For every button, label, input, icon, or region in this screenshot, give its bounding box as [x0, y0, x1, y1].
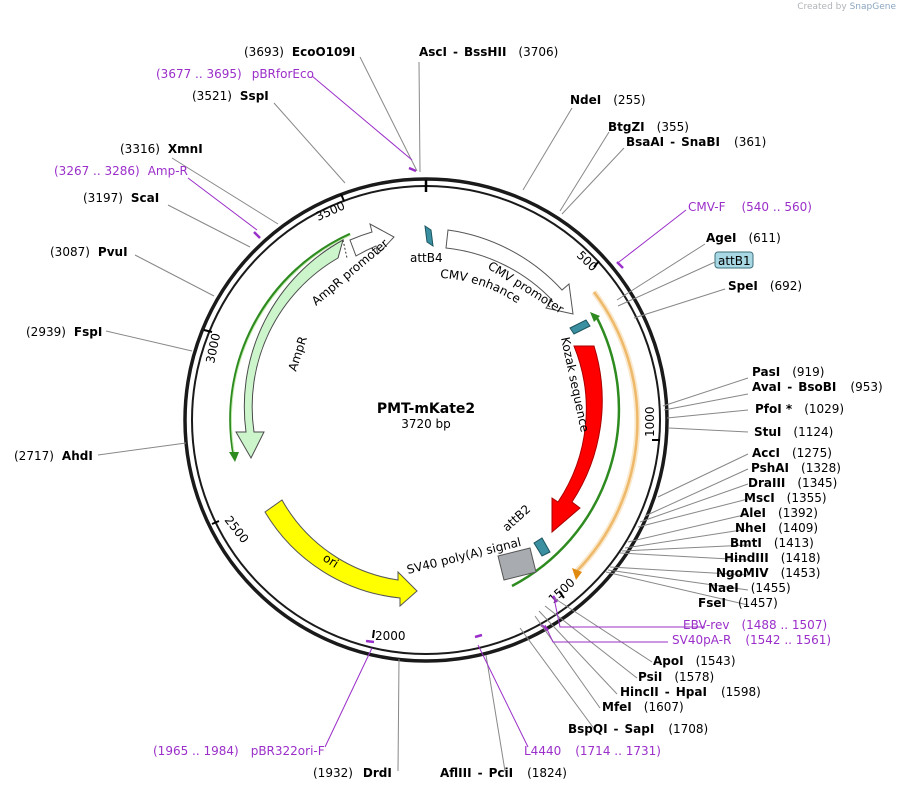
site-HincII: HincII-HpaI(1598) [620, 685, 761, 699]
cmv-enhancer-promoter-arrow [445, 229, 574, 315]
site-AgeI: AgeI(611) [706, 231, 781, 245]
site-AscI: AscI-BssHII(3706) [419, 45, 558, 59]
mkate2-orf-arrowhead [590, 312, 600, 322]
primer-CMV-F: CMV-F(540 .. 560) [688, 200, 812, 214]
site-MfeI: MfeI(1607) [602, 700, 684, 714]
site-XmnI: (3316)XmnI [120, 142, 203, 156]
site-HindIII: HindIII(1418) [724, 551, 821, 565]
snapgene-watermark: Created by SnapGene [797, 2, 896, 12]
tick-2000: 2000 [375, 629, 406, 643]
feature-label-attB4: attB4 [410, 251, 443, 265]
tick-500: 500 [574, 248, 600, 274]
site-BspQI: BspQI-SapI(1708) [568, 722, 708, 736]
primer-EBV-rev: EBV-rev(1488 .. 1507) [683, 618, 827, 632]
primer-pBRforEco: (3677 .. 3695)pBRforEco [156, 67, 314, 81]
site-ApoI: ApoI(1543) [653, 654, 736, 668]
feature-label-ampr-promoter: AmpR promoter [309, 236, 391, 308]
feature-label-attB2: attB2 [500, 502, 534, 534]
site-SpeI: SpeI(692) [728, 279, 802, 293]
leader-lines [97, 56, 749, 772]
primer-leaders [187, 75, 705, 748]
site-PfoI: PfoI *(1029) [755, 402, 844, 416]
site-PsiI: PsiI(1578) [638, 670, 714, 684]
orange-orf-arrowhead [572, 568, 582, 580]
site-PshAI: PshAI(1328) [751, 461, 841, 475]
primer-pBR322ori-F: (1965 .. 1984)pBR322ori-F [153, 744, 325, 758]
feature-label-attB1: attB1 [718, 254, 751, 268]
attB1-label-box [714, 251, 754, 269]
orange-orf-glow [573, 290, 641, 575]
primer-SV40pA-R: SV40pA-R(1542 .. 1561) [672, 633, 831, 647]
site-EcoO109I: (3693)EcoO109I [244, 45, 355, 59]
sv40-polya-box [497, 547, 537, 581]
ampr-orf-line [229, 232, 351, 458]
site-SspI: (3521)SspI [192, 89, 269, 103]
ampr-arrow [235, 238, 344, 460]
position-ticks [203, 193, 660, 639]
brand-name: SnapGene [849, 2, 896, 12]
site-BsaAI: BsaAI-SnaBI(361) [626, 135, 766, 149]
mkate2-orf-line [511, 315, 621, 588]
site-ScaI: (3197)ScaI [83, 191, 159, 205]
site-BtgZI: BtgZI(355) [608, 120, 689, 134]
attB2-marker [533, 537, 551, 557]
site-DrdI: (1932)DrdI [313, 766, 392, 780]
backbone-outer [183, 177, 669, 663]
plasmid-name: PMT-mKate2 [377, 401, 475, 417]
site-NdeI: NdeI(255) [570, 93, 646, 107]
site-StuI: StuI(1124) [754, 425, 833, 439]
ampr-dotted [342, 239, 348, 259]
mkate2-arrow [551, 345, 603, 534]
site-AflIII: AflIII-PciI(1824) [440, 766, 567, 780]
site-FspI: (2939)FspI [26, 325, 102, 339]
plasmid-size: 3720 bp [401, 417, 451, 431]
brand-prefix: Created by [797, 2, 847, 12]
kozak-marker [569, 319, 591, 335]
site-PvuI: (3087)PvuI [50, 245, 128, 259]
attB4-marker [424, 224, 434, 248]
ampr-orf-glow [230, 234, 352, 459]
site-AleI: AleI(1392) [740, 506, 818, 520]
tick-1000: 1000 [643, 406, 657, 437]
site-AccI: AccI(1275) [752, 446, 832, 460]
site-BmtI: BmtI(1413) [730, 536, 814, 550]
ori-arrow [264, 499, 418, 608]
site-NaeI: NaeI(1455) [708, 581, 791, 595]
site-NheI: NheI(1409) [735, 521, 818, 535]
site-AvaI: AvaI-BsoBI(953) [752, 380, 883, 394]
primer-L4440: L4440(1714 .. 1731) [524, 744, 661, 758]
site-MscI: MscI(1355) [744, 491, 827, 505]
feature-label-ampr: AmpR [286, 334, 310, 372]
site-FseI: FseI(1457) [698, 596, 778, 610]
tick-3500: 3500 [314, 199, 348, 224]
ampr-promoter-arrow [349, 223, 395, 257]
site-DraIII: DraIII(1345) [748, 476, 837, 490]
site-NgoMIV: NgoMIV(1453) [716, 566, 820, 580]
primer-Amp-R: (3267 .. 3286)Amp-R [54, 164, 188, 178]
attB1-leader [617, 261, 716, 307]
tick-3000: 3000 [203, 332, 223, 365]
ampr-orf-arrowhead [229, 452, 239, 462]
site-AhdI: (2717)AhdI [14, 449, 93, 463]
site-PasI: PasI(919) [752, 365, 824, 379]
